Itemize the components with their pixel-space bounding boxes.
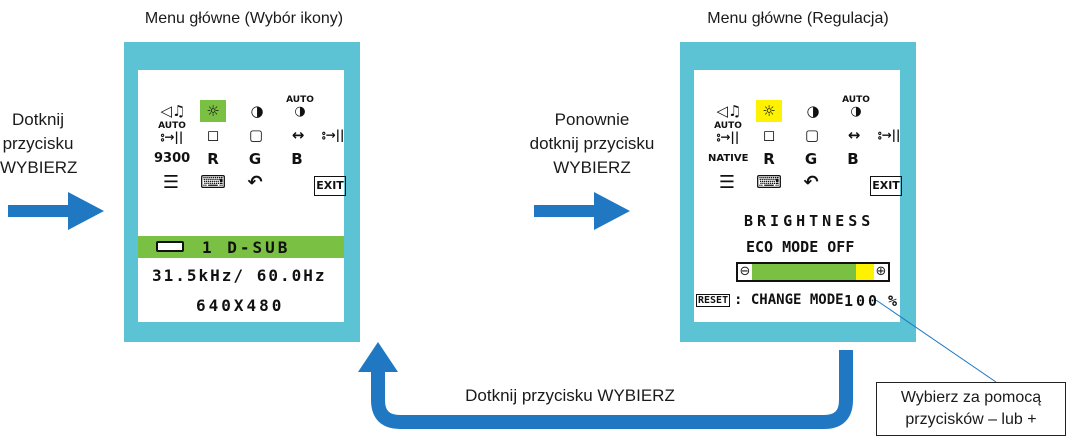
connector-icon	[156, 241, 184, 252]
left-osd-screen: ◁♫ ☼ ◑ AUTO ◑ AUTO ⦂→|| ◻ ▢ ↔ ⦂→|| 9300 …	[138, 70, 346, 322]
auto-adjust-icon[interactable]: AUTO ⦂→||	[158, 121, 186, 144]
right-monitor-frame: ◁♫ ☼ ◑ AUTO ◑ AUTO ⦂→|| ◻ ▢ ↔ ⦂→|| NATIV…	[680, 42, 916, 342]
step1-label: Dotknij przycisku WYBIERZ	[0, 110, 78, 177]
size-icon[interactable]: ▢	[248, 126, 264, 144]
blue-icon[interactable]: B	[291, 150, 303, 168]
position-icon[interactable]: ◻	[762, 126, 776, 144]
resolution-readout: 640X480	[196, 296, 285, 315]
slider-fill	[752, 264, 856, 280]
step2-arrow	[534, 192, 630, 230]
h-size-icon[interactable]: ↔	[847, 126, 861, 144]
step1-arrow	[8, 192, 104, 230]
fine-icon[interactable]: ⦂→||	[322, 128, 345, 142]
input-label: 1 D-SUB	[202, 238, 291, 257]
keyboard-icon[interactable]: ⌨	[200, 172, 226, 193]
brightness-slider[interactable]: ⊖ ⊕	[736, 262, 890, 282]
tools-icon[interactable]: ☰	[718, 172, 736, 193]
plus-icon[interactable]: ⊕	[874, 264, 888, 280]
brightness-icon[interactable]: ☼	[756, 100, 782, 122]
input-bar: 1 D-SUB	[138, 236, 344, 258]
eco-mode-status: ECO MODE OFF	[746, 238, 855, 256]
contrast-icon[interactable]: ◑	[250, 102, 264, 120]
h-size-icon[interactable]: ↔	[291, 126, 305, 144]
brightness-icon[interactable]: ☼	[200, 100, 226, 122]
color-temp-icon[interactable]: NATIVE	[708, 153, 749, 164]
volume-icon[interactable]: ◁♫	[716, 102, 742, 120]
left-panel-caption: Menu główne (Wybór ikony)	[144, 10, 344, 27]
position-icon[interactable]: ◻	[206, 126, 220, 144]
auto-contrast-icon[interactable]: AUTO ◑	[286, 95, 314, 119]
tools-icon[interactable]: ☰	[162, 172, 180, 193]
red-icon[interactable]: R	[763, 150, 775, 168]
return-icon[interactable]: ↶	[247, 172, 263, 193]
unit-label: %	[888, 292, 898, 310]
return-arrow	[358, 342, 853, 429]
keyboard-icon[interactable]: ⌨	[756, 172, 782, 193]
contrast-icon[interactable]: ◑	[806, 102, 820, 120]
left-monitor-frame: ◁♫ ☼ ◑ AUTO ◑ AUTO ⦂→|| ◻ ▢ ↔ ⦂→|| 9300 …	[124, 42, 360, 342]
callout-box: Wybierz za pomocą przycisków – lub +	[876, 382, 1066, 436]
green-icon[interactable]: G	[804, 150, 818, 168]
callout-leader	[876, 300, 997, 383]
size-icon[interactable]: ▢	[804, 126, 820, 144]
right-panel-caption: Menu główne (Regulacja)	[707, 10, 889, 27]
step3-label: Dotknij przycisku WYBIERZ	[465, 386, 675, 405]
value-readout: 100	[844, 292, 881, 310]
reset-label[interactable]: RESET	[696, 294, 731, 307]
auto-adjust-icon[interactable]: AUTO ⦂→||	[714, 121, 742, 144]
fine-icon[interactable]: ⦂→||	[878, 128, 901, 142]
exit-icon[interactable]: EXIT	[314, 176, 346, 196]
volume-icon[interactable]: ◁♫	[160, 102, 186, 120]
right-osd-screen: ◁♫ ☼ ◑ AUTO ◑ AUTO ⦂→|| ◻ ▢ ↔ ⦂→|| NATIV…	[694, 70, 902, 322]
red-icon[interactable]: R	[207, 150, 219, 168]
color-temp-icon[interactable]: 9300	[154, 151, 191, 166]
minus-icon[interactable]: ⊖	[738, 264, 752, 280]
blue-icon[interactable]: B	[847, 150, 859, 168]
frequency-readout: 31.5kHz/ 60.0Hz	[152, 266, 327, 285]
auto-contrast-icon[interactable]: AUTO ◑	[842, 95, 870, 119]
setting-name: BRIGHTNESS	[744, 212, 875, 230]
exit-icon[interactable]: EXIT	[870, 176, 902, 196]
change-mode-label: : CHANGE MODE	[734, 292, 844, 308]
return-icon[interactable]: ↶	[803, 172, 819, 193]
green-icon[interactable]: G	[248, 150, 262, 168]
step2-label: Ponownie dotknij przycisku WYBIERZ	[529, 110, 655, 177]
